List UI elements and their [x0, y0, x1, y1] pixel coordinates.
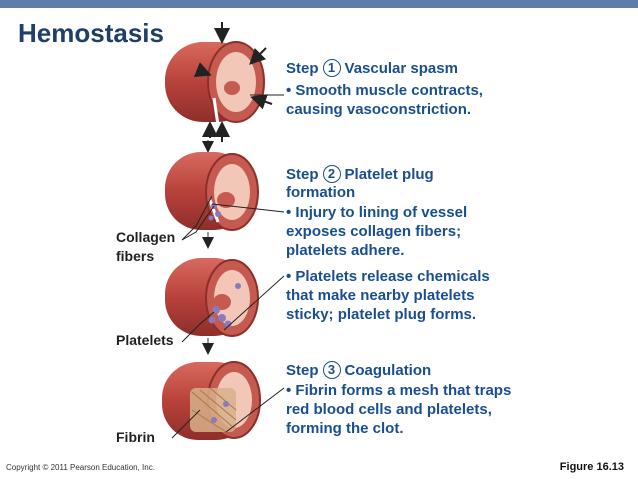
- figure-number: Figure 16.13: [559, 461, 624, 473]
- step-number-badge: 2: [322, 165, 341, 183]
- vessel-spasm: [165, 41, 265, 126]
- leader-lines: [171, 195, 285, 439]
- label-collagen-fibers: Collagen fibers: [116, 229, 176, 264]
- step-1-bullet: • Smooth muscle contracts, causing vasoc…: [286, 82, 483, 118]
- vessel-coagulation: [162, 361, 261, 440]
- label-fibrin: Fibrin: [116, 429, 155, 445]
- step-number-badge: 1: [322, 59, 341, 77]
- slide-title: Hemostasis: [18, 18, 164, 48]
- step-3-bullet: • Fibrin forms a mesh that traps red blo…: [286, 382, 512, 437]
- spasm-arrows: [193, 22, 273, 142]
- copyright-notice: Copyright © 2011 Pearson Education, Inc.: [6, 463, 155, 472]
- vessel-platelet-plug: [165, 258, 259, 337]
- step-2-bullet-2: • Platelets release chemicals that make …: [286, 268, 490, 323]
- top-bar: [0, 0, 638, 8]
- step-number-badge: 3: [322, 361, 341, 379]
- step-2-bullet-1: • Injury to lining of vessel exposes col…: [286, 204, 468, 259]
- vessel-platelet-adhesion: [165, 152, 259, 231]
- label-platelets: Platelets: [116, 332, 174, 348]
- step-2-heading-cont: formation: [286, 184, 356, 201]
